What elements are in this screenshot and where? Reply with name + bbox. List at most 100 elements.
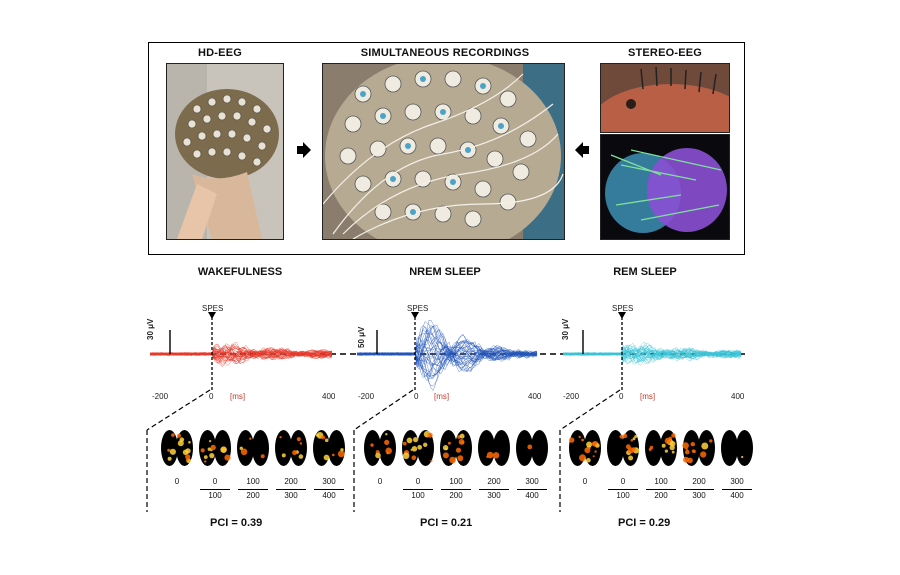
brain-map-nrem-4 — [516, 430, 548, 466]
axis-unit-wake: [ms] — [230, 392, 246, 401]
bin-end: 200 — [646, 489, 676, 501]
brain-map-wake-3 — [275, 430, 307, 466]
state-title-wakefulness: WAKEFULNESS — [197, 266, 283, 278]
simultaneous-recordings-photo — [322, 63, 565, 240]
bin-end: 400 — [314, 489, 344, 501]
spes-label-nrem: SPES — [407, 304, 429, 313]
axis-end-nrem: 400 — [528, 392, 542, 401]
axis-unit-nrem: [ms] — [434, 392, 450, 401]
bin-label: 0 — [162, 477, 192, 487]
brain-map-nrem-1 — [402, 430, 434, 466]
bin-end: 100 — [403, 489, 433, 501]
axis-start-rem: -200 — [563, 392, 580, 401]
axis-unit-rem: [ms] — [640, 392, 656, 401]
bin-end: 100 — [200, 489, 230, 501]
bin-start: 100 — [654, 477, 668, 486]
bin-start: 100 — [449, 477, 463, 486]
bin-start: 300 — [730, 477, 744, 486]
simultaneous-recordings-title: SIMULTANEOUS RECORDINGS — [360, 47, 530, 59]
arrow-right-icon — [297, 142, 311, 158]
stereo-eeg-brain-render — [600, 134, 730, 240]
bin-start: 200 — [487, 477, 501, 486]
state-title-nrem: NREM SLEEP — [409, 266, 481, 278]
bin-end: 200 — [441, 489, 471, 501]
stim-marker-icon — [411, 312, 419, 319]
brain-map-nrem-3 — [478, 430, 510, 466]
axis-end-rem: 400 — [731, 392, 745, 401]
brain-map-rem-0 — [569, 430, 601, 466]
stereo-eeg-photo — [600, 63, 730, 133]
bin-end: 400 — [722, 489, 752, 501]
eeg-traces — [146, 312, 745, 512]
bin-end: 100 — [608, 489, 638, 501]
axis-start-wake: -200 — [152, 392, 169, 401]
eeg-traces-nrem — [356, 319, 538, 392]
bin-label: 0 — [365, 477, 395, 487]
axis-start-nrem: -200 — [358, 392, 375, 401]
recordings-panel — [148, 42, 745, 255]
eeg-traces-wake — [149, 341, 333, 367]
axis-zero-wake: 0 — [209, 392, 214, 401]
spes-label-wake: SPES — [202, 304, 224, 313]
brain-map-nrem-0 — [364, 430, 396, 466]
brain-map-rem-1 — [607, 430, 640, 466]
eeg-channel-trace — [356, 345, 538, 366]
bin-start: 300 — [322, 477, 336, 486]
bin-end: 300 — [684, 489, 714, 501]
brain-map-wake-4 — [313, 430, 345, 466]
zoom-line-rem — [559, 389, 621, 431]
bin-start: 0 — [377, 477, 383, 486]
brain-map-rem-2 — [645, 430, 677, 466]
bin-label: 0 — [570, 477, 600, 487]
bin-start: 0 — [415, 477, 421, 486]
brain-map-rem-4 — [721, 430, 753, 466]
stim-marker-icon — [618, 312, 626, 319]
bin-end: 300 — [479, 489, 509, 501]
bin-end: 200 — [238, 489, 268, 501]
state-title-rem: REM SLEEP — [613, 266, 677, 278]
brain-map-wake-1 — [199, 430, 231, 466]
hd-eeg-photo — [166, 63, 284, 240]
eeg-channel-trace — [357, 326, 538, 371]
bin-start: 200 — [692, 477, 706, 486]
bin-start: 200 — [284, 477, 298, 486]
eeg-channel-trace — [562, 346, 741, 360]
bin-start: 300 — [525, 477, 539, 486]
bin-start: 100 — [246, 477, 260, 486]
brain-map-nrem-2 — [440, 430, 472, 466]
bin-start: 0 — [212, 477, 218, 486]
zoom-line-nrem — [353, 389, 414, 431]
stereo-eeg-title: STEREO-EEG — [627, 47, 703, 59]
eeg-channel-trace — [149, 344, 333, 367]
stim-marker-icon — [208, 312, 216, 319]
pci-nrem: PCI = 0.21 — [420, 517, 473, 529]
brain-map-wake-2 — [237, 430, 269, 466]
eeg-channel-trace — [356, 333, 538, 392]
eeg-channel-trace — [149, 347, 333, 362]
bin-start: 0 — [174, 477, 180, 486]
hd-eeg-title: HD-EEG — [198, 47, 242, 59]
bin-end: 400 — [517, 489, 547, 501]
pci-rem: PCI = 0.29 — [618, 517, 671, 529]
axis-zero-rem: 0 — [619, 392, 624, 401]
scale-label-wake: 30 μV — [146, 318, 155, 340]
arrow-left-icon — [575, 142, 589, 158]
axis-zero-nrem: 0 — [414, 392, 419, 401]
spes-label-rem: SPES — [612, 304, 634, 313]
bin-start: 0 — [582, 477, 588, 486]
eeg-channel-trace — [149, 348, 333, 366]
bin-end: 300 — [276, 489, 306, 501]
bin-start: 0 — [620, 477, 626, 486]
brain-map-wake-0 — [161, 430, 193, 466]
brain-map-rem-3 — [682, 430, 715, 466]
